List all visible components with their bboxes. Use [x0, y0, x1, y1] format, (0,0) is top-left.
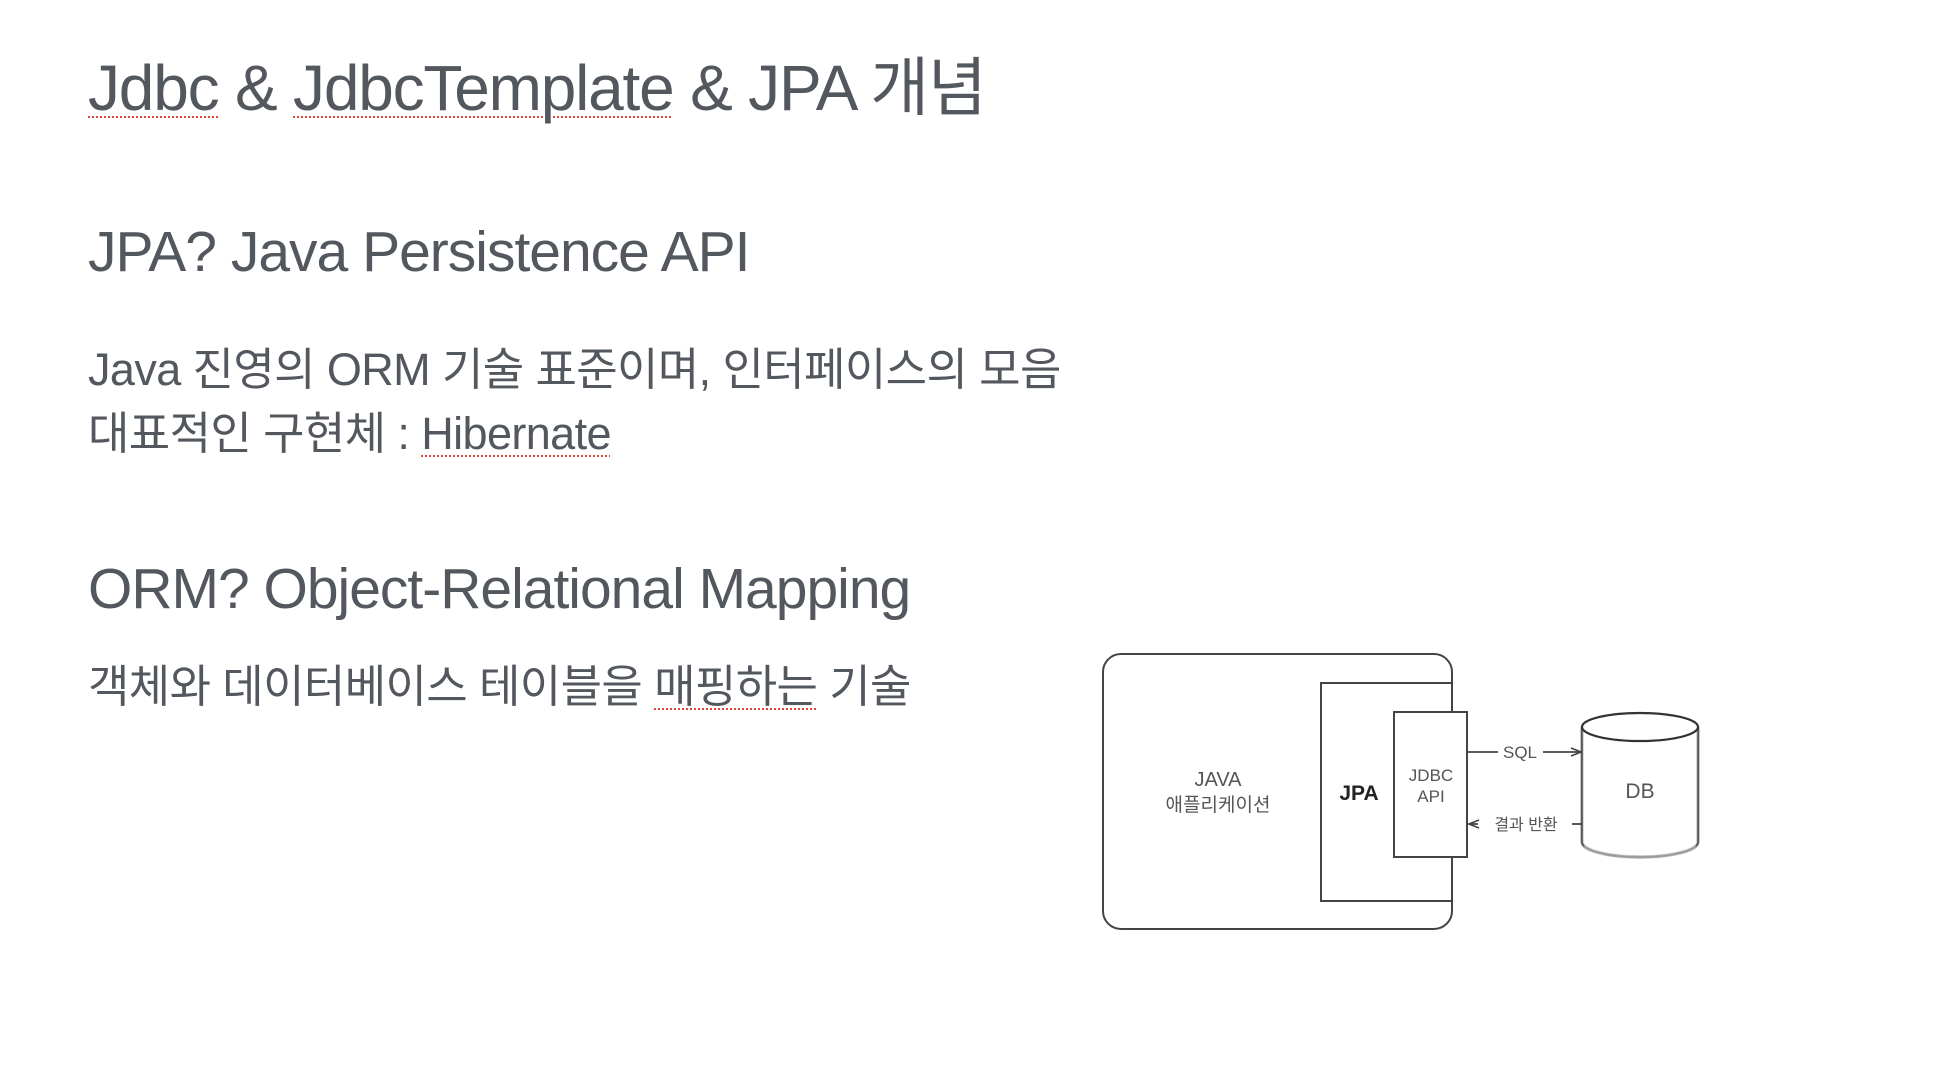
app-label-line1: JAVA [1194, 769, 1242, 791]
hibernate-word: Hibernate [421, 408, 611, 459]
orm-description-prefix: 객체와 데이터베이스 테이블을 [88, 661, 655, 712]
title-word-jdbctemplate: JdbcTemplate [293, 52, 675, 124]
orm-heading: ORM? Object-Relational Mapping [88, 557, 911, 621]
jpa-architecture-diagram: JAVA 애플리케이션 JPA JDBC API SQL 결과 반환 [1100, 650, 1710, 935]
orm-description-suffix: 기술 [817, 661, 911, 712]
orm-description-line: 객체와 데이터베이스 테이블을 매핑하는 기술 [88, 664, 911, 709]
title-word-jdbc: Jdbc [88, 52, 220, 124]
jpa-heading: JPA? Java Persistence API [88, 220, 750, 284]
app-label-line2: 애플리케이션 [1166, 794, 1271, 816]
sql-label: SQL [1503, 743, 1537, 762]
result-return-arrow: 결과 반환 [1469, 816, 1582, 834]
title-amp-1: & [218, 52, 294, 124]
jdbc-label-line1: JDBC [1409, 766, 1453, 785]
jpa-description-line: Java 진영의 ORM 기술 표준이며, 인터페이스의 모음 [88, 344, 1061, 395]
sql-arrow: SQL [1467, 743, 1581, 762]
jpa-label: JPA [1339, 782, 1378, 805]
jdbc-label-line2: API [1417, 787, 1444, 806]
jdbc-api-box [1393, 711, 1468, 858]
title-rest: & JPA 개념 [673, 52, 987, 124]
jpa-implementation-line: 대표적인 구현체 : Hibernate [88, 408, 612, 459]
mapping-word: 매핑하는 [654, 661, 818, 712]
jpa-implementation-prefix: 대표적인 구현체 : [88, 408, 422, 459]
database-cylinder-icon [1580, 711, 1700, 859]
result-label: 결과 반환 [1494, 816, 1558, 834]
page-title: Jdbc & JdbcTemplate & JPA 개념 [88, 56, 987, 120]
db-label: DB [1625, 780, 1654, 803]
